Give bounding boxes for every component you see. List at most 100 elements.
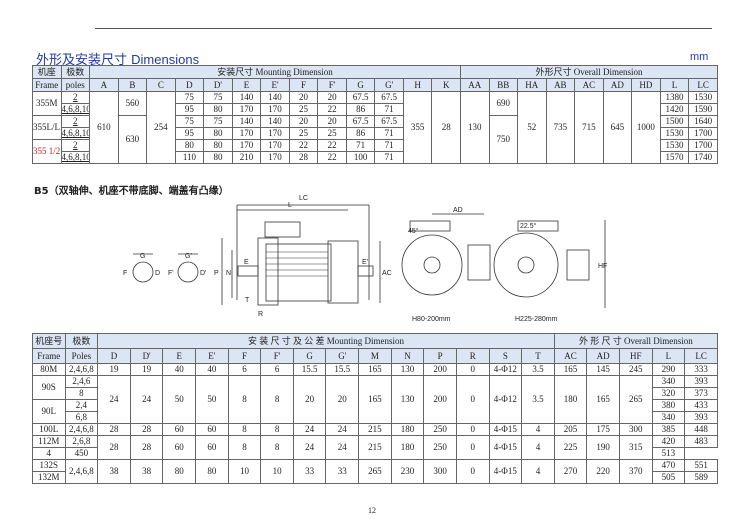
caption-h80-200: H80-200mm — [412, 316, 451, 323]
shaft-section-d2 — [177, 261, 199, 283]
table-cell: 130 — [459, 91, 490, 164]
title-en: Dimensions — [131, 52, 200, 67]
label-d2: D' — [200, 270, 206, 277]
table-cell: 190 — [586, 435, 620, 460]
column-header: M — [358, 348, 392, 364]
table-cell: 19 — [129, 363, 164, 376]
table-cell: 50 — [162, 375, 197, 424]
table-cell: 610 — [89, 91, 119, 164]
table-cell: 393 — [684, 411, 718, 424]
table-cell: 180 — [390, 435, 425, 460]
label-g: G — [140, 253, 145, 260]
table-cell: 589 — [684, 471, 718, 484]
table-cell: 2,4,6,8 — [64, 459, 99, 484]
table-cell: 28 — [129, 423, 164, 436]
label-ac: AC — [382, 270, 392, 277]
end-view-small — [401, 234, 463, 296]
table-cell: 10 — [260, 459, 294, 484]
table-cell: 40 — [162, 363, 197, 376]
table-cell: 6 — [260, 363, 294, 376]
table-cell: 33 — [325, 459, 360, 484]
table-cell: 8 — [260, 375, 294, 424]
table-cell: 4,6,8,10 — [60, 151, 91, 164]
table-cell: 270 — [553, 459, 588, 484]
table-cell: 300 — [618, 423, 653, 436]
table-cell: 4-Φ15 — [488, 435, 523, 460]
group-header: 外 形 尺 寸 Overall Dimension — [553, 333, 719, 349]
table-cell: 10 — [227, 459, 262, 484]
title-cn: 外形及安装尺寸 — [36, 53, 128, 68]
table-cell: 38 — [97, 459, 131, 484]
column-header: E — [162, 348, 197, 364]
table-cell: 333 — [684, 363, 718, 376]
table-cell: 24 — [97, 375, 131, 424]
table-cell: 315 — [618, 435, 653, 460]
label-lc: LC — [299, 195, 308, 202]
table-cell: 2,4,6,8 — [64, 363, 99, 376]
table-cell: 175 — [586, 423, 620, 436]
table-cell: 60 — [195, 423, 229, 436]
table-cell: 205 — [553, 423, 588, 436]
column-header: N — [390, 348, 425, 364]
column-header: HA — [517, 78, 547, 92]
table-cell: 28 — [97, 435, 131, 460]
table-cell: 393 — [684, 375, 718, 388]
table-cell: 250 — [423, 423, 457, 436]
label-d: D — [155, 270, 160, 277]
table-cell: 470 — [651, 459, 686, 472]
table-cell: 90S — [32, 375, 66, 400]
table-cell: 132S — [32, 459, 66, 472]
label-r: R — [258, 311, 263, 318]
column-header: poles — [60, 78, 91, 92]
table-cell: 15.5 — [325, 363, 360, 376]
table-cell: 19 — [97, 363, 131, 376]
table-cell: 180 — [553, 375, 588, 424]
group-header: 安装尺寸 Mounting Dimension — [89, 65, 461, 79]
table-cell: 385 — [651, 423, 686, 436]
table-cell: 4 — [521, 435, 555, 460]
table-cell: 90L — [32, 399, 66, 424]
table-cell: 100L — [32, 423, 66, 436]
column-header: F' — [260, 348, 294, 364]
table-cell: 2,6,8 — [64, 435, 99, 448]
column-header: T — [521, 348, 555, 364]
label-n: N — [226, 270, 231, 277]
group-header: 极数 — [64, 333, 99, 349]
table-cell: 0 — [455, 375, 490, 424]
table-cell: 100 — [345, 151, 376, 164]
table-cell: 24 — [292, 423, 327, 436]
table-cell: 8 — [227, 375, 262, 424]
table-cell: 8 — [227, 423, 262, 436]
terminal-box — [264, 221, 301, 238]
table-cell: 165 — [586, 375, 620, 424]
page-number: 12 — [368, 506, 376, 515]
table-cell: 265 — [358, 459, 392, 484]
table-cell: 215 — [358, 423, 392, 436]
table-cell: 60 — [162, 423, 197, 436]
table-cell: 4-Φ15 — [488, 423, 523, 436]
table-cell: 4-Φ12 — [488, 375, 523, 424]
table-cell: 250 — [423, 435, 457, 460]
table-cell: 265 — [618, 375, 653, 424]
column-header: F — [227, 348, 262, 364]
column-header: BB — [488, 78, 519, 92]
table-cell: 24 — [325, 423, 360, 436]
table-cell: 4 — [521, 423, 555, 436]
table-cell: 373 — [684, 387, 718, 400]
table-cell: 380 — [651, 399, 686, 412]
table-cell: 551 — [684, 459, 718, 472]
table-cell: 130 — [390, 363, 425, 376]
end-view-large — [493, 232, 559, 298]
group-header: 机座号 — [32, 333, 66, 349]
table-cell: 2,4,6,8 — [64, 423, 99, 436]
shaft-section-d — [132, 261, 154, 283]
fan-cover — [327, 240, 359, 304]
column-header: L — [651, 348, 686, 364]
table-cell: 2,4,6 — [64, 375, 99, 388]
table-cell: 483 — [684, 435, 718, 448]
table-cell: 1640 — [688, 115, 718, 128]
column-header: LC — [688, 78, 718, 92]
